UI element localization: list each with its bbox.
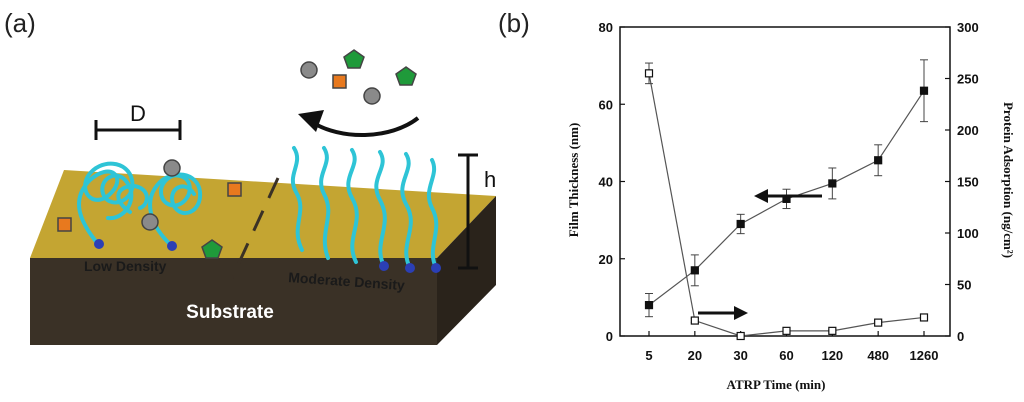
y-axis-right-label: Protein Adsorption (ng/cm²) [1001,102,1016,258]
y-right-tick-label: 100 [957,226,979,241]
x-tick-label: 120 [821,348,843,363]
panel-label-b: (b) [498,8,530,38]
protein-orange [227,182,242,197]
data-point [736,331,745,341]
substrate-side-face [437,196,496,345]
y-right-tick-label: 300 [957,20,979,35]
x-tick-label: 60 [779,348,793,363]
anchor-dot [405,263,415,273]
low-density-brushes [77,161,203,248]
data-point [919,313,929,322]
x-axis-label: ATRP Time (min) [727,377,826,392]
y-left-tick-label: 20 [599,252,613,267]
protein-gray [163,159,181,177]
height-label: h [484,167,496,192]
protein-green [343,49,365,69]
x-tick-label: 480 [867,348,889,363]
x-tick-label: 1260 [910,348,939,363]
protein-gray [141,213,159,231]
x-tick-label: 20 [688,348,702,363]
y-left-tick-label: 80 [599,20,613,35]
y-left-tick-label: 40 [599,175,613,190]
y-left-tick-label: 60 [599,97,613,112]
anchor-dot [431,263,441,273]
data-point [690,316,699,325]
right-axis-arrow-head-icon [734,306,748,320]
anchor-dot [167,241,177,251]
data-point [782,326,791,335]
protein-gray [363,87,381,105]
substrate-label: Substrate [186,302,274,323]
y-axis-left-label: Film Thickness (nm) [566,123,581,238]
protein-gray [300,61,318,79]
protein-green [395,66,417,86]
data-point [644,301,654,310]
brush-schematic: D h Low Density Moderate Density Substra… [30,49,496,345]
spacing-label: D [130,101,146,126]
data-point [874,318,883,327]
y-right-tick-label: 50 [957,278,971,293]
x-tick-label: 5 [645,348,652,363]
data-point [644,69,654,78]
data-point [828,179,837,188]
anchor-dot [94,239,104,249]
y-right-tick-label: 150 [957,175,979,190]
data-point [874,156,883,165]
curved-arrow-head-icon [298,110,324,132]
y-left-tick-label: 0 [606,329,613,344]
protein-orange [332,74,347,89]
x-tick-label: 30 [733,348,747,363]
anchor-dot [379,261,389,271]
data-point [736,219,745,229]
curved-arrow-icon [310,116,420,138]
protein-orange [57,217,72,232]
data-point [828,326,837,335]
substrate-front-face [30,258,437,345]
data-point [919,86,929,95]
low-density-label: Low Density [84,258,167,274]
thickness-adsorption-chart: 0 20 40 60 80 0 50 100 150 200 250 300 5 20 30 60 120 480… [566,20,1016,392]
density-divider [230,177,280,279]
panel-label-a: (a) [4,8,36,38]
moderate-density-brushes [290,146,439,270]
left-axis-arrow-head-icon [754,189,768,203]
y-right-tick-label: 200 [957,123,979,138]
data-point [690,266,699,275]
chart-labels: ATRP Time (min) Film Thickness (nm) Prot… [566,102,1016,392]
chart-series [644,59,929,341]
protein-green [201,239,223,259]
chart-axes: 0 20 40 60 80 0 50 100 150 200 250 300 5 20 30 60 120 480… [599,20,979,363]
y-right-tick-label: 0 [957,329,964,344]
y-right-tick-label: 250 [957,72,979,87]
